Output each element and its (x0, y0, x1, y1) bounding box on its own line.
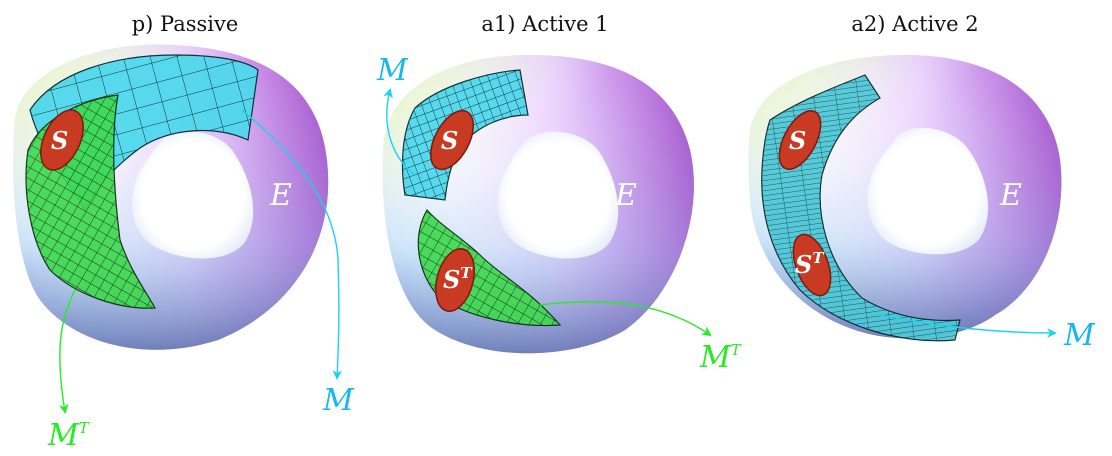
region-s (430, 109, 474, 171)
label-m: M (1063, 318, 1096, 353)
label-e: E (614, 178, 637, 213)
panel-passive: p) Passive S E M MT (13, 12, 355, 453)
torus-hole (497, 131, 619, 259)
panel-active-1: a1) Active 1 S ST E M MT (376, 12, 742, 375)
arrow-m (879, 314, 1057, 338)
arrow-mt (539, 301, 712, 337)
label-s: S (51, 126, 68, 155)
label-st: ST (443, 264, 473, 294)
region-s (778, 110, 822, 170)
torus-hole (132, 131, 254, 259)
panel-title: a1) Active 1 (481, 12, 608, 36)
panel-title: a2) Active 2 (851, 12, 978, 36)
label-st: ST (795, 249, 825, 279)
torus-hole (867, 127, 989, 255)
label-s: S (789, 126, 806, 155)
panel-title: p) Passive (132, 12, 239, 36)
label-s: S (441, 126, 458, 155)
label-e: E (269, 178, 292, 213)
arrow-m (383, 88, 416, 176)
arrow-mt (58, 289, 76, 414)
region-s (40, 109, 84, 171)
region-st (792, 233, 832, 297)
label-mt: MT (47, 418, 90, 453)
label-m: M (376, 53, 409, 88)
label-e: E (999, 178, 1022, 213)
label-mt: MT (699, 340, 742, 375)
label-m: M (322, 383, 355, 418)
panel-active-2: a2) Active 2 S ST E M (748, 12, 1096, 353)
arrow-m (241, 109, 343, 380)
region-st (434, 247, 476, 313)
